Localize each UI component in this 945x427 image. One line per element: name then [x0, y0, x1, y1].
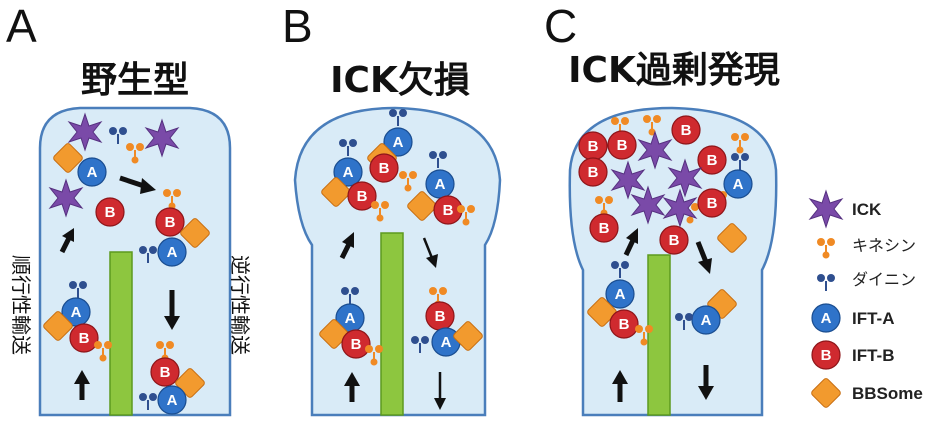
axoneme — [380, 232, 404, 416]
arrow-down — [434, 372, 446, 410]
panel-title: ICK過剰発現 — [568, 50, 780, 91]
ift-a-icon — [157, 385, 187, 415]
purple-star-icon — [809, 190, 843, 228]
ift-a-icon — [691, 305, 721, 335]
panel-a: A 野生型 順行性輸送 逆行性輸送 — [6, 0, 252, 417]
arrow-up — [74, 370, 90, 400]
legend-item-dynein: ダイニン — [816, 270, 916, 292]
ift-a-icon — [157, 237, 187, 267]
arrow-down — [164, 290, 180, 330]
panel-title: 野生型 — [81, 60, 189, 101]
kinesin-icon — [816, 237, 836, 260]
anterograde-label: 順行性輸送 — [9, 255, 33, 355]
ift-b-icon — [578, 157, 608, 187]
arrow-right — [119, 175, 156, 194]
legend-item-ift-a: IFT-A — [811, 303, 895, 333]
bbsome-icon — [809, 376, 843, 410]
ift-b-icon — [341, 329, 371, 359]
legend-label: キネシン — [852, 236, 916, 255]
panel-letter: B — [282, 0, 313, 52]
panel-c: C ICK過剰発現 — [544, 0, 780, 417]
ift-a-icon — [811, 303, 841, 333]
panel-title: ICK欠損 — [330, 59, 470, 101]
arrow-down — [698, 365, 714, 400]
ift-b-icon — [607, 130, 637, 160]
arrow-up — [339, 232, 354, 260]
ift-b-icon — [697, 188, 727, 218]
ift-b-icon — [95, 197, 125, 227]
ift-b-icon — [578, 131, 608, 161]
arrow-up — [612, 370, 628, 402]
ift-b-icon — [155, 207, 185, 237]
ift-b-icon — [369, 153, 399, 183]
dynein-icon — [816, 273, 836, 292]
arrow-down — [422, 237, 438, 268]
legend: ICK キネシン ダイニン IFT-A IFT-B BBSome — [809, 190, 923, 410]
arrow-up — [623, 228, 638, 257]
arrow-up — [59, 228, 74, 254]
ift-b-icon — [425, 301, 455, 331]
ift-a-icon — [605, 279, 635, 309]
ift-b-icon — [671, 115, 701, 145]
ift-a-icon — [77, 157, 107, 187]
ift-a-icon — [723, 169, 753, 199]
ift-b-icon — [150, 357, 180, 387]
ift-b-icon — [659, 225, 689, 255]
axoneme — [647, 254, 671, 416]
legend-label: BBSome — [852, 384, 923, 403]
legend-item-bbsome: BBSome — [809, 376, 923, 410]
panel-b: B ICK欠損 — [282, 0, 502, 417]
legend-item-kinesin: キネシン — [816, 236, 916, 260]
arrow-down — [695, 241, 712, 274]
retrograde-label: 逆行性輸送 — [228, 255, 252, 355]
ift-b-icon — [609, 309, 639, 339]
legend-label: IFT-A — [852, 309, 895, 328]
legend-label: IFT-B — [852, 346, 895, 365]
ift-b-icon — [697, 145, 727, 175]
legend-label: ICK — [852, 200, 882, 219]
legend-label: ダイニン — [852, 270, 916, 289]
ift-b-icon — [589, 213, 619, 243]
panel-letter: A — [6, 0, 37, 52]
axoneme — [109, 251, 133, 416]
ift-b-icon — [811, 340, 841, 370]
ift-a-icon — [425, 169, 455, 199]
legend-item-ick: ICK — [809, 190, 882, 228]
ift-b-icon — [69, 323, 99, 353]
arrow-up — [344, 372, 360, 402]
legend-item-ift-b: IFT-B — [811, 340, 895, 370]
panel-letter: C — [544, 0, 577, 52]
